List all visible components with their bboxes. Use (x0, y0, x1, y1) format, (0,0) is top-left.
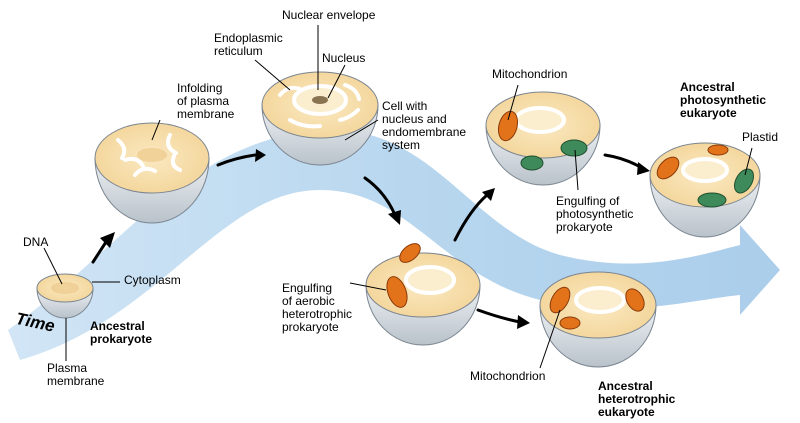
plasma-membrane-label: Plasma membrane (47, 361, 105, 388)
engulfing-photosynthetic-cell (485, 91, 601, 186)
heterotrophic-eukaryote-cell (539, 271, 657, 368)
engulfing-aerobic-label: Engulfing of aerobic heterotrophic proka… (282, 281, 353, 334)
infolding-cell (94, 122, 210, 224)
cytoplasm-label: Cytoplasm (124, 273, 181, 287)
engulfing-aerobic-cell (365, 243, 481, 346)
leader-lines (43, 25, 753, 369)
ancestral-heterotrophic-label: Ancestral heterotrophic eukaryote (598, 379, 676, 419)
ancestral-photosynthetic-label: Ancestral photosynthetic eukaryote (680, 80, 766, 120)
ancestral-prokaryote-cell (36, 273, 94, 319)
mitochondrion-top-label: Mitochondrion (492, 67, 568, 81)
nucleated-cell (261, 71, 379, 166)
dna-label: DNA (23, 235, 49, 249)
plastid-label: Plastid (742, 130, 779, 144)
mitochondrion-bottom-label: Mitochondrion (470, 369, 546, 383)
endoplasmic-reticulum-label: Endoplasmic reticulum (214, 31, 283, 58)
photosynthetic-eukaryote-cell (649, 142, 761, 238)
engulfing-photosynthetic-label: Engulfing of photosynthetic prokaryote (556, 194, 634, 234)
nuclear-envelope-label: Nuclear envelope (282, 8, 376, 22)
arrow-heads (100, 149, 650, 329)
cell-with-nucleus-label: Cell with nucleus and endomembrane syste… (382, 99, 467, 152)
infolding-label: Infolding of plasma membrane (177, 81, 235, 121)
nucleus-label: Nucleus (322, 51, 366, 65)
ancestral-prokaryote-label: Ancestral prokaryote (90, 319, 153, 346)
